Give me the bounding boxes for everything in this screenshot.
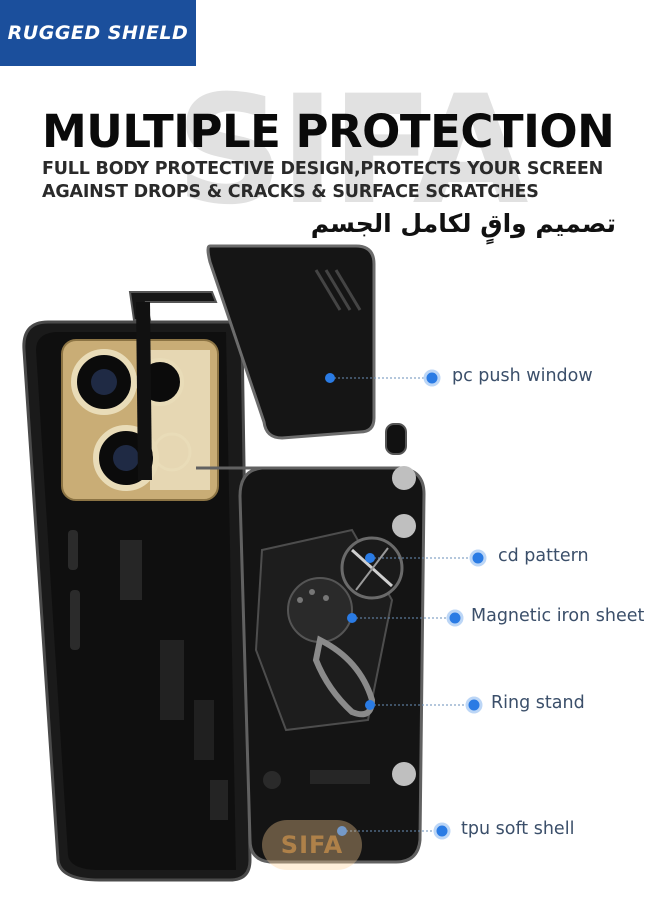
callout-ring-stand: Ring stand bbox=[491, 693, 585, 713]
watermark-background: SIFA bbox=[175, 64, 528, 238]
brand-badge: RUGGED SHIELD bbox=[0, 0, 196, 66]
ring-stand bbox=[312, 635, 376, 718]
callout-dot-start bbox=[325, 373, 335, 383]
callout-dot-end bbox=[423, 369, 441, 387]
push-window-slider bbox=[206, 244, 407, 455]
callout-pc-push-window: pc push window bbox=[452, 366, 593, 386]
subheadline-line-1: FULL BODY PROTECTIVE DESIGN,PROTECTS YOU… bbox=[42, 159, 604, 179]
watermark-logo-text: SIFA bbox=[280, 831, 344, 859]
back-frame bbox=[128, 291, 426, 864]
callout-dots bbox=[325, 369, 487, 840]
callout-magnetic-iron-sheet: Magnetic iron sheet bbox=[471, 606, 645, 626]
callout-tpu-soft-shell: tpu soft shell bbox=[461, 819, 575, 839]
callout-lines bbox=[330, 377, 478, 832]
headline: MULTIPLE PROTECTION bbox=[42, 105, 615, 158]
brand-badge-text: RUGGED SHIELD bbox=[7, 22, 189, 44]
watermark-logo: SIFA bbox=[262, 820, 362, 870]
subheadline-line-2: AGAINST DROPS & CRACKS & SURFACE SCRATCH… bbox=[42, 182, 539, 202]
callout-cd-pattern: cd pattern bbox=[498, 546, 589, 566]
phone-with-case bbox=[22, 320, 252, 882]
arabic-tagline: تصميم واقٍ لكامل الجسم bbox=[310, 209, 616, 238]
